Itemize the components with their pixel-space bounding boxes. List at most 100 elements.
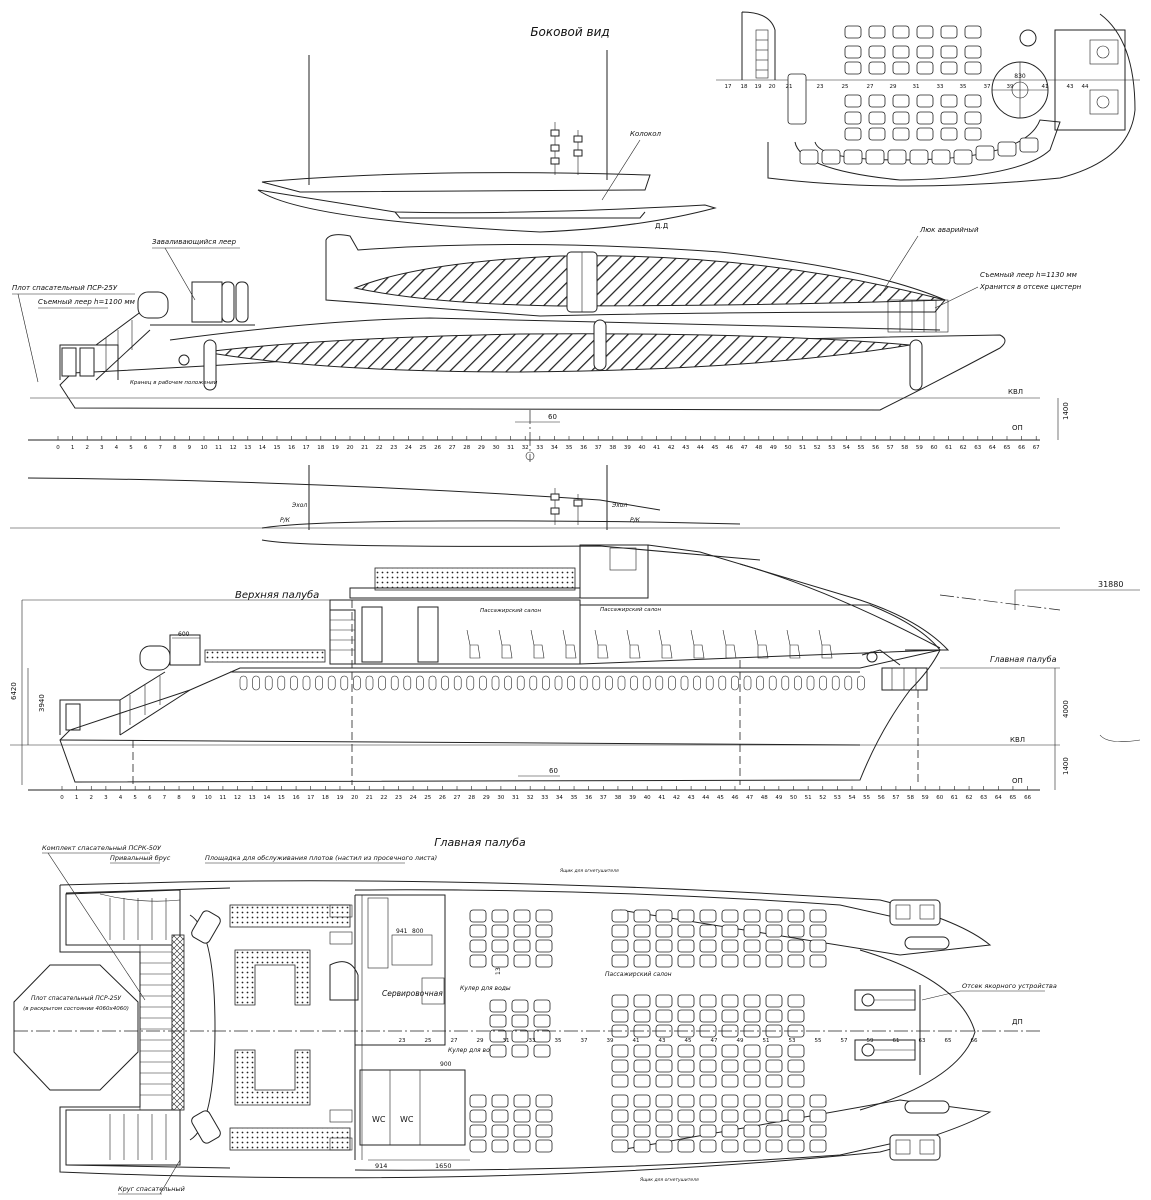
porthole: [479, 675, 487, 691]
frame-label: 40: [639, 445, 646, 451]
frame-label: 41: [653, 445, 660, 451]
frame-label: 56: [872, 445, 879, 451]
frame-label: 14: [263, 795, 270, 801]
lifesaving-kit-label: Комплект спасательный ПСРК-50У: [42, 844, 162, 852]
frame-label: 47: [741, 445, 748, 451]
passenger-seat: [491, 1094, 509, 1108]
lower-window-band: [204, 333, 911, 373]
frame-label: 17: [307, 795, 314, 801]
passenger-seat: [655, 1124, 673, 1138]
frame-label: 21: [366, 795, 373, 801]
wc-block: [359, 1069, 466, 1146]
section-dim-4000: 4000: [1062, 700, 1070, 718]
seat: [940, 94, 958, 108]
frame-label: 23: [399, 1038, 406, 1044]
frame-label: 20: [351, 795, 358, 801]
seat: [844, 127, 862, 141]
removable-rail-1100-label: Съемный леер h=1100 мм: [38, 298, 136, 306]
passenger-seat: [721, 1124, 739, 1138]
passenger-seat: [533, 1029, 551, 1043]
seat: [844, 61, 862, 75]
porthole: [542, 675, 550, 691]
aft-sofa-top: [234, 949, 311, 1006]
frame-label: 65: [1009, 795, 1016, 801]
frame-label: 59: [916, 445, 923, 451]
frame-label: 51: [763, 1038, 770, 1044]
passenger-seat: [633, 1094, 651, 1108]
frame-label: 19: [336, 795, 343, 801]
porthole: [806, 675, 815, 691]
cooler-1-label: Кулер для воды: [460, 985, 511, 992]
frame-label: 9: [188, 445, 192, 451]
passenger-seat: [677, 1094, 695, 1108]
frame-label: 29: [478, 445, 485, 451]
frame-label: 34: [551, 445, 558, 451]
frame-label: 12: [234, 795, 241, 801]
passenger-seat: [489, 1014, 507, 1028]
passenger-seat: [491, 924, 509, 938]
seat: [868, 61, 886, 75]
section-bells: [550, 488, 583, 525]
passenger-seat: [513, 1139, 531, 1153]
passenger-seat: [721, 909, 739, 923]
bells-label: Колокол: [630, 130, 662, 138]
frame-label: 0: [56, 445, 60, 451]
porthole: [554, 675, 563, 691]
dim-900: 900: [440, 1061, 452, 1068]
frame-label: 29: [477, 1038, 484, 1044]
passenger-seat: [743, 1139, 761, 1153]
passenger-seat: [743, 1109, 761, 1123]
seat: [892, 45, 910, 59]
main-deck-plan: Главная палуба Плот спасательный ПСР-25У…: [13, 836, 1057, 1195]
frame-label: 11: [215, 445, 222, 451]
section-dim-600: 600: [178, 631, 190, 638]
upper-saloon-label: Пассажирский салон: [480, 608, 541, 614]
passenger-seat: [533, 1014, 551, 1028]
side-kvl-label: КВЛ: [1008, 388, 1023, 396]
frame-label: 64: [995, 795, 1002, 801]
wc2-label: WC: [400, 1115, 414, 1124]
frame-label: 23: [395, 795, 402, 801]
frame-label: 53: [828, 445, 835, 451]
passenger-seat: [699, 1074, 717, 1088]
passenger-seat: [677, 924, 695, 938]
passenger-seat: [787, 1059, 805, 1073]
frame-label: 63: [919, 1038, 926, 1044]
passenger-seat: [699, 1094, 717, 1108]
porthole: [340, 675, 349, 691]
frame-label: 67: [1033, 445, 1040, 451]
passenger-seat: [787, 1109, 805, 1123]
passenger-seat: [743, 1009, 761, 1023]
frame-label: 39: [1007, 84, 1014, 90]
frame-label: 2: [90, 795, 94, 801]
passenger-seat: [809, 954, 827, 968]
frame-label: 63: [974, 445, 981, 451]
saloon-seat-back: [754, 629, 759, 646]
seat: [892, 25, 910, 39]
passenger-seat: [677, 1009, 695, 1023]
porthole: [617, 675, 626, 691]
frame-label: 0: [60, 795, 64, 801]
porthole: [844, 675, 853, 691]
frame-label: 42: [668, 445, 675, 451]
frame-label: 58: [901, 445, 908, 451]
passenger-seat: [809, 1109, 827, 1123]
passenger-seat: [633, 1139, 651, 1153]
porthole: [819, 675, 827, 691]
passenger-seat: [491, 909, 509, 923]
upper-window-band: [353, 255, 946, 307]
passenger-seat: [469, 1109, 487, 1123]
passenger-seat: [721, 1074, 739, 1088]
frame-label: 47: [746, 795, 753, 801]
seat: [843, 149, 863, 165]
radar-right-label: Р/К: [630, 517, 641, 524]
frame-label: 16: [293, 795, 300, 801]
passenger-seat: [743, 954, 761, 968]
frame-label: 18: [322, 795, 329, 801]
porthole: [768, 675, 777, 691]
right-rail: [887, 299, 949, 333]
frame-label: 23: [390, 445, 397, 451]
passenger-seat: [699, 1009, 717, 1023]
seat: [964, 127, 982, 141]
